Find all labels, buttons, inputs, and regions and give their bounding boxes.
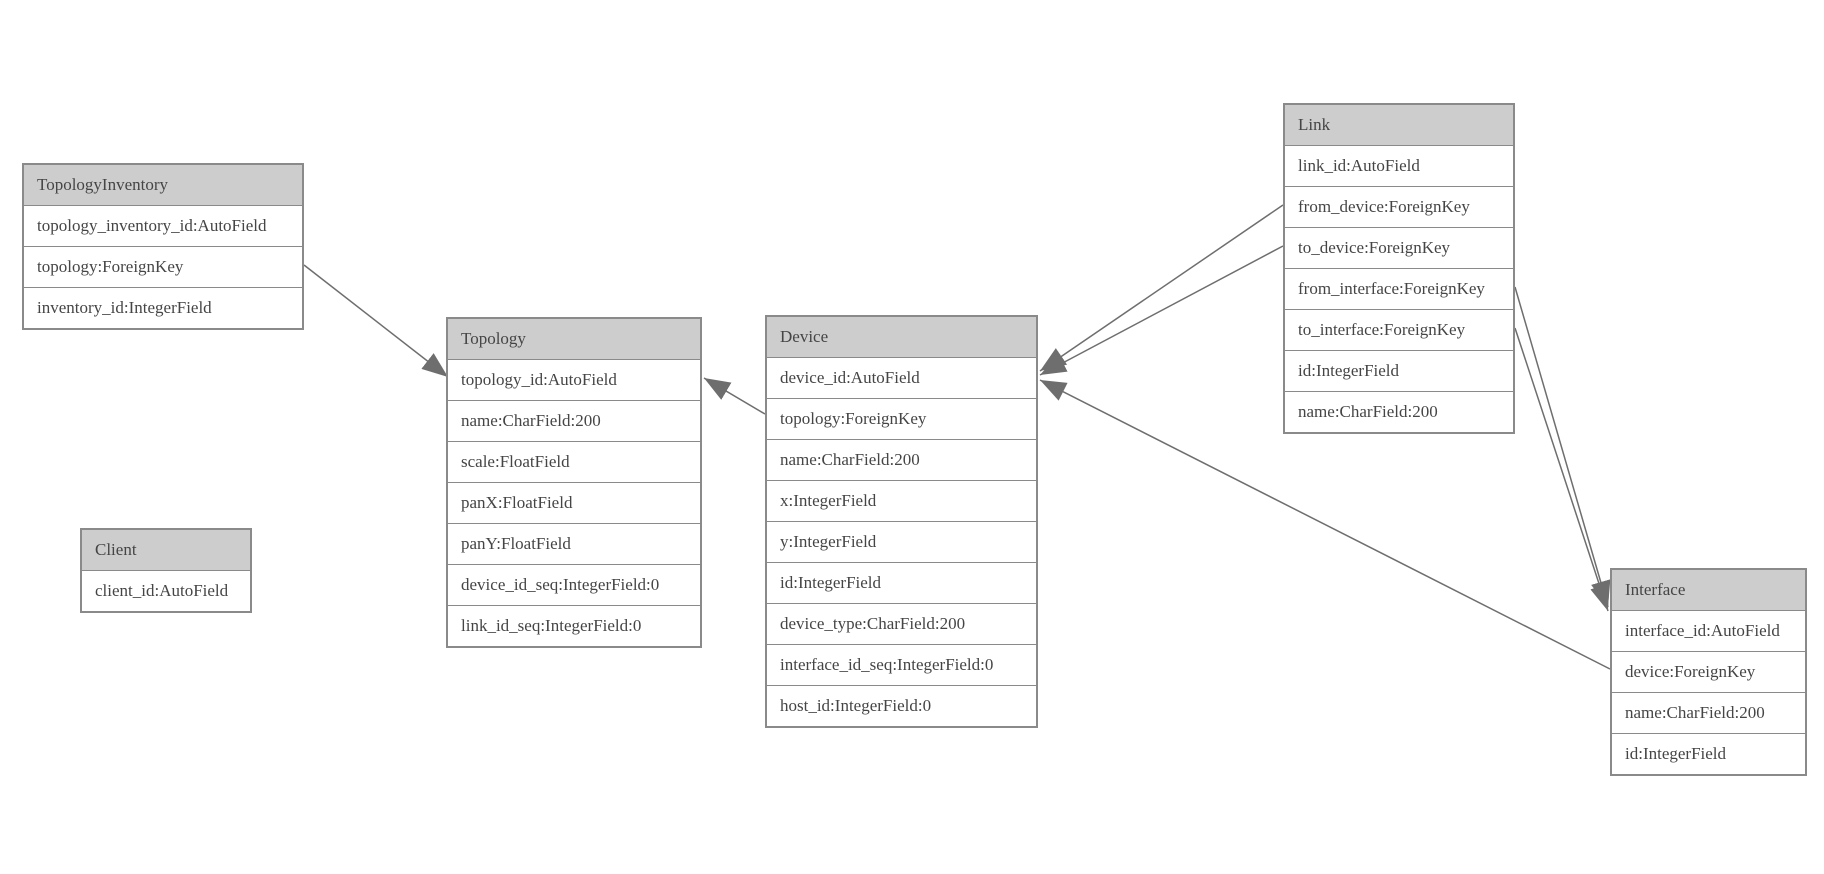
relationship-topologyinventory-topology-to-topology-topology-id — [303, 264, 449, 378]
field-topology-panx: panX:FloatField — [448, 482, 700, 523]
field-topologyinventory-inventory-id: inventory_id:IntegerField — [24, 287, 302, 328]
relationship-link-from-device-to-device-device-id — [1039, 204, 1284, 372]
field-topology-link-id-seq: link_id_seq:IntegerField:0 — [448, 605, 700, 646]
field-interface-name: name:CharField:200 — [1612, 692, 1805, 733]
field-device-x: x:IntegerField — [767, 480, 1036, 521]
field-interface-id: id:IntegerField — [1612, 733, 1805, 774]
field-topology-name: name:CharField:200 — [448, 400, 700, 441]
entity-header-client: Client — [82, 530, 250, 570]
field-link-from-device: from_device:ForeignKey — [1285, 186, 1513, 227]
field-link-name: name:CharField:200 — [1285, 391, 1513, 432]
field-link-link-id: link_id:AutoField — [1285, 145, 1513, 186]
entity-header-topology: Topology — [448, 319, 700, 359]
field-topologyinventory-topology-inventory-id: topology_inventory_id:AutoField — [24, 205, 302, 246]
field-link-from-interface: from_interface:ForeignKey — [1285, 268, 1513, 309]
field-client-client-id: client_id:AutoField — [82, 570, 250, 611]
field-link-to-device: to_device:ForeignKey — [1285, 227, 1513, 268]
field-topology-topology-id: topology_id:AutoField — [448, 359, 700, 400]
field-device-y: y:IntegerField — [767, 521, 1036, 562]
field-interface-interface-id: interface_id:AutoField — [1612, 610, 1805, 651]
field-link-id: id:IntegerField — [1285, 350, 1513, 391]
relationship-link-to-interface-to-interface-interface-id — [1514, 327, 1610, 612]
field-topologyinventory-topology: topology:ForeignKey — [24, 246, 302, 287]
relationship-device-topology-to-topology-topology-id — [703, 377, 766, 415]
relationship-link-to-device-to-device-device-id — [1039, 245, 1284, 376]
field-device-host-id: host_id:IntegerField:0 — [767, 685, 1036, 726]
relationship-link-from-interface-to-interface-interface-id — [1514, 286, 1611, 608]
relationship-interface-device-to-device-device-id — [1039, 379, 1611, 670]
entity-header-link: Link — [1285, 105, 1513, 145]
field-device-device-id: device_id:AutoField — [767, 357, 1036, 398]
field-link-to-interface: to_interface:ForeignKey — [1285, 309, 1513, 350]
field-interface-device: device:ForeignKey — [1612, 651, 1805, 692]
field-device-device-type: device_type:CharField:200 — [767, 603, 1036, 644]
field-topology-pany: panY:FloatField — [448, 523, 700, 564]
field-device-name: name:CharField:200 — [767, 439, 1036, 480]
field-device-topology: topology:ForeignKey — [767, 398, 1036, 439]
entity-header-device: Device — [767, 317, 1036, 357]
field-device-interface-id-seq: interface_id_seq:IntegerField:0 — [767, 644, 1036, 685]
field-topology-device-id-seq: device_id_seq:IntegerField:0 — [448, 564, 700, 605]
field-topology-scale: scale:FloatField — [448, 441, 700, 482]
entity-header-topologyinventory: TopologyInventory — [24, 165, 302, 205]
entity-header-interface: Interface — [1612, 570, 1805, 610]
field-device-id: id:IntegerField — [767, 562, 1036, 603]
